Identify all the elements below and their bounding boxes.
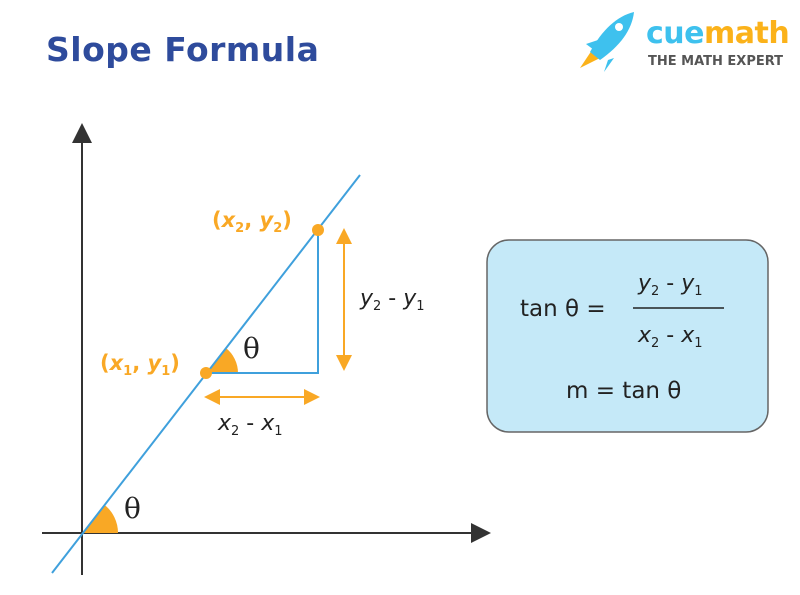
sub: 1 [694, 284, 702, 299]
var: x [221, 208, 237, 232]
formula-slope: m = tan θ [566, 378, 681, 404]
rise-label: y2 - y1 [359, 286, 425, 314]
var: x [680, 323, 695, 348]
var: x [109, 351, 125, 375]
var: y [402, 286, 417, 311]
minus: - [381, 286, 403, 311]
theta-label-origin: θ [124, 492, 141, 525]
formula-box: tan θ = y2 - y1 x2 - x1 m = tan θ [486, 239, 769, 433]
var: y [260, 208, 275, 232]
page-title: Slope Formula [46, 30, 320, 69]
brand-cue: cue [646, 16, 705, 51]
point1-label: (x1, y1) [100, 351, 180, 379]
sub: 2 [235, 221, 244, 236]
var: y [359, 286, 374, 311]
sub: 2 [651, 336, 659, 351]
point2-label: (x2, y2) [212, 208, 292, 236]
brand-name: cuemath [646, 16, 790, 51]
sub: 1 [416, 299, 424, 314]
point-1 [200, 367, 212, 379]
sub: 2 [231, 424, 239, 439]
paren: ) [170, 351, 180, 375]
sub: 2 [651, 284, 659, 299]
minus: - [659, 323, 681, 348]
point-2 [312, 224, 324, 236]
rise-run-triangle [206, 230, 319, 374]
var: x [260, 411, 275, 436]
angle-sector-origin [82, 504, 119, 533]
var: y [680, 271, 695, 296]
brand-tagline: THE MATH EXPERT [648, 54, 784, 69]
var: y [637, 271, 652, 296]
angle-sector-point1 [206, 347, 238, 373]
sub: 2 [273, 221, 282, 236]
comma: , [132, 351, 147, 375]
rocket-icon [580, 12, 634, 72]
sub: 1 [161, 364, 170, 379]
formula-lhs: tan θ = [520, 296, 606, 322]
var: x [637, 323, 652, 348]
sub: 1 [694, 336, 702, 351]
run-label: x2 - x1 [217, 411, 283, 439]
minus: - [239, 411, 261, 436]
formula-numerator: y2 - y1 [637, 271, 703, 299]
var: y [148, 351, 163, 375]
comma: , [244, 208, 259, 232]
paren: ( [100, 351, 110, 375]
formula-denominator: x2 - x1 [637, 323, 703, 351]
paren: ( [212, 208, 222, 232]
minus: - [659, 271, 681, 296]
brand-math: math [704, 16, 790, 51]
sub: 1 [123, 364, 132, 379]
theta-label-point1: θ [243, 332, 260, 365]
paren: ) [282, 208, 292, 232]
sub: 1 [274, 424, 282, 439]
sub: 2 [373, 299, 381, 314]
var: x [217, 411, 232, 436]
